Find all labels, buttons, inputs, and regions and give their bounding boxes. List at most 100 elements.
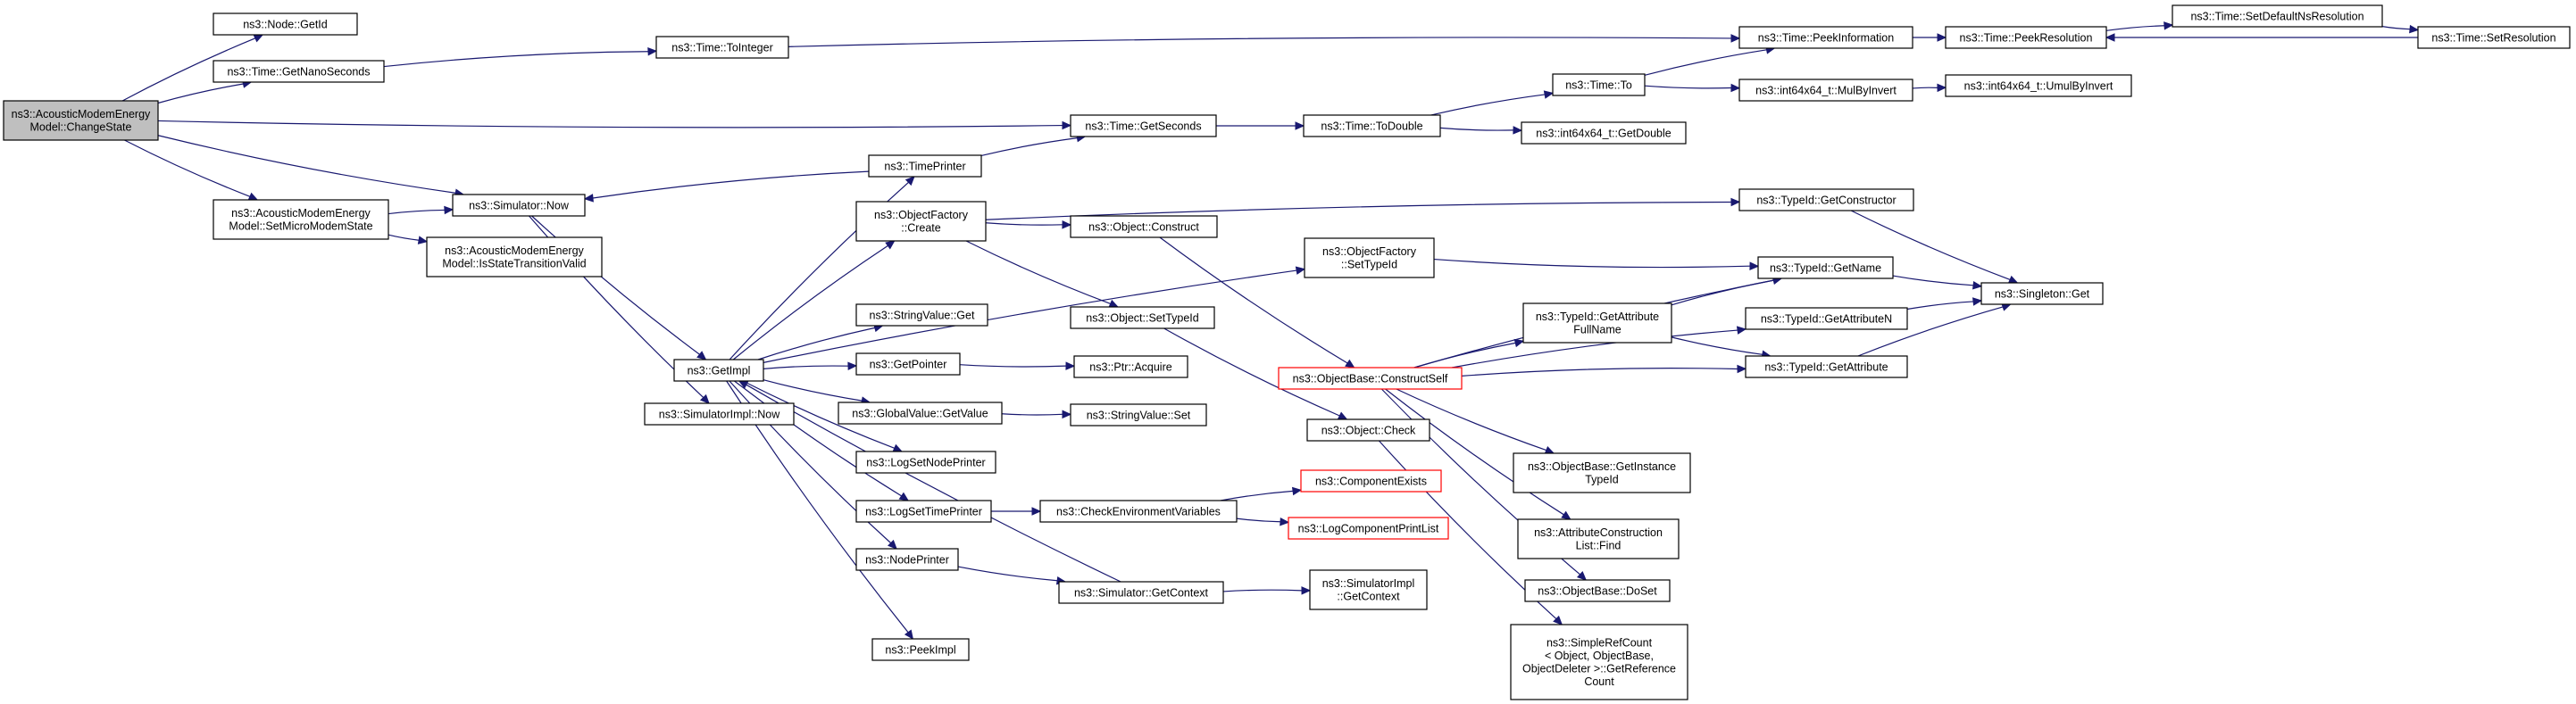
function-node[interactable]: ns3::ObjectBase::ConstructSelf [1278,367,1463,390]
call-edge [2105,33,2418,42]
function-node[interactable]: ns3::TypeId::GetName [1757,256,1894,279]
function-node[interactable]: ns3::GetPointer [855,352,961,376]
function-node[interactable]: ns3::Time::GetSeconds [1070,114,1217,137]
function-node[interactable]: ns3::int64x64_t::GetDouble [1521,121,1687,145]
function-node[interactable]: ns3::Simulator::GetContext [1058,581,1224,604]
function-node[interactable]: ns3::Object::SetTypeId [1070,306,1215,329]
function-node[interactable]: ns3::Time::ToDouble [1303,114,1441,137]
function-node-box [1070,114,1217,137]
function-node[interactable]: ns3::TypeId::GetConstructor [1738,188,1914,211]
function-node-label: ns3::NodePrinter [865,553,949,566]
function-node-label: Model::SetMicroModemState [229,220,372,233]
call-edge-arrowhead [253,34,264,43]
call-edge [1222,586,1312,595]
function-node-box [1521,121,1687,145]
call-edge [1433,258,1760,270]
call-edge [157,120,1072,130]
function-node[interactable]: ns3::int64x64_t::MulByInvert [1738,79,1913,102]
function-node[interactable]: ns3::NodePrinter [855,548,959,571]
call-edge-line [388,234,420,241]
call-edge-arrowhead [892,443,904,452]
call-edge-line [1461,368,1738,377]
function-node-box [1300,469,1442,493]
call-edge-line [1433,258,1751,269]
call-edge-arrowhead [1730,34,1741,43]
call-edge [1413,338,1525,369]
function-node-label: ns3::Time::PeekInformation [1758,31,1894,44]
function-node[interactable]: ns3::TimePrinter [868,154,982,178]
call-edge-arrowhead [1543,90,1555,99]
function-node[interactable]: ns3::StringValue::Get [855,303,988,327]
function-node[interactable]: ns3::ComponentExists [1300,469,1442,493]
call-edge-line [1001,413,1063,416]
function-node-label: ns3::GetImpl [688,364,751,377]
function-node[interactable]: ns3::Time::PeekInformation [1738,26,1913,49]
function-node-box [2172,4,2383,28]
call-edge [763,361,858,370]
function-node[interactable]: ns3::SimulatorImpl::Now [644,402,795,426]
call-edge-line [788,37,1732,47]
function-node[interactable]: ns3::Singleton::Get [1980,282,2104,305]
function-node[interactable]: ns3::LogComponentPrintList [1288,517,1449,540]
function-node[interactable]: ns3::int64x64_t::UmulByInvert [1945,74,2132,97]
function-node[interactable]: ns3::AcousticModemEnergyModel::IsStateTr… [426,236,603,277]
function-node[interactable]: ns3::Node::GetId [213,12,358,36]
function-node-label: ObjectDeleter >::GetReference [1522,663,1676,675]
call-edge-arrowhead [887,539,897,550]
function-node[interactable]: ns3::ObjectBase::DoSet [1524,579,1671,602]
function-node-label: < Object, ObjectBase, [1545,650,1654,662]
function-node[interactable]: ns3::TypeId::GetAttributeN [1745,307,1908,330]
function-node[interactable]: ns3::LogSetTimePrinter [855,500,992,523]
function-node[interactable]: ns3::ObjectFactory::Create [855,201,987,242]
call-edge-arrowhead [1544,445,1555,454]
function-node[interactable]: ns3::SimulatorImpl::GetContext [1309,569,1428,610]
function-node[interactable]: ns3::CheckEnvironmentVariables [1039,500,1238,523]
call-edge-arrowhead [583,194,594,203]
function-node[interactable]: ns3::Object::Check [1306,418,1430,442]
function-node[interactable]: ns3::Time::PeekResolution [1945,26,2107,49]
function-node-label: ns3::Object::Construct [1088,220,1199,233]
call-edge-arrowhead [1062,410,1072,419]
function-node[interactable]: ns3::Time::SetDefaultNsResolution [2172,4,2383,28]
call-edge-arrowhead [2409,24,2420,34]
root-function-node[interactable]: ns3::AcousticModemEnergyModel::ChangeSta… [3,100,159,141]
function-node[interactable]: ns3::Time::To [1552,73,1646,96]
function-node-box [855,303,988,327]
call-edge [2381,24,2420,34]
function-node-label: ns3::Object::SetTypeId [1086,311,1199,324]
function-node[interactable]: ns3::PeekImpl [871,638,970,661]
function-node-box [1980,282,2104,305]
call-edge [2105,21,2174,31]
function-node-label: ns3::Time::GetSeconds [1085,120,1201,132]
function-node[interactable]: ns3::GetImpl [673,359,764,382]
function-node-box [213,12,358,36]
function-node[interactable]: ns3::TypeId::GetAttribute [1745,355,1908,378]
function-node[interactable]: ns3::Time::GetNanoSeconds [213,60,385,83]
function-node[interactable]: ns3::Time::SetResolution [2417,26,2571,49]
function-node[interactable]: ns3::Ptr::Acquire [1073,355,1188,378]
call-edge-line [959,364,1067,368]
call-edge [1385,388,1571,520]
function-node-label: ns3::AttributeConstruction [1534,526,1663,539]
function-node-box [426,236,603,277]
function-node[interactable]: ns3::Time::ToInteger [655,36,789,59]
call-edge-arrowhead [1730,197,1741,207]
call-edge [388,234,429,244]
function-node[interactable]: ns3::SimpleRefCount< Object, ObjectBase,… [1510,624,1688,700]
function-node-label: TypeId [1585,474,1619,486]
call-edge-arrowhead [1065,361,1076,370]
function-node[interactable]: ns3::StringValue::Set [1070,403,1207,427]
function-node[interactable]: ns3::AcousticModemEnergyModel::SetMicroM… [213,199,389,240]
function-node[interactable]: ns3::Object::Construct [1070,215,1218,238]
call-edge-arrowhead [1749,261,1760,270]
function-node[interactable]: ns3::Simulator::Now [452,194,586,217]
function-node-box [1945,26,2107,49]
function-node-box [871,638,970,661]
function-node[interactable]: ns3::ObjectFactory::SetTypeId [1304,237,1435,278]
call-edge-line [1385,388,1564,516]
function-node[interactable]: ns3::LogSetNodePrinter [855,451,996,474]
function-node[interactable]: ns3::GlobalValue::GetValue [838,402,1003,425]
